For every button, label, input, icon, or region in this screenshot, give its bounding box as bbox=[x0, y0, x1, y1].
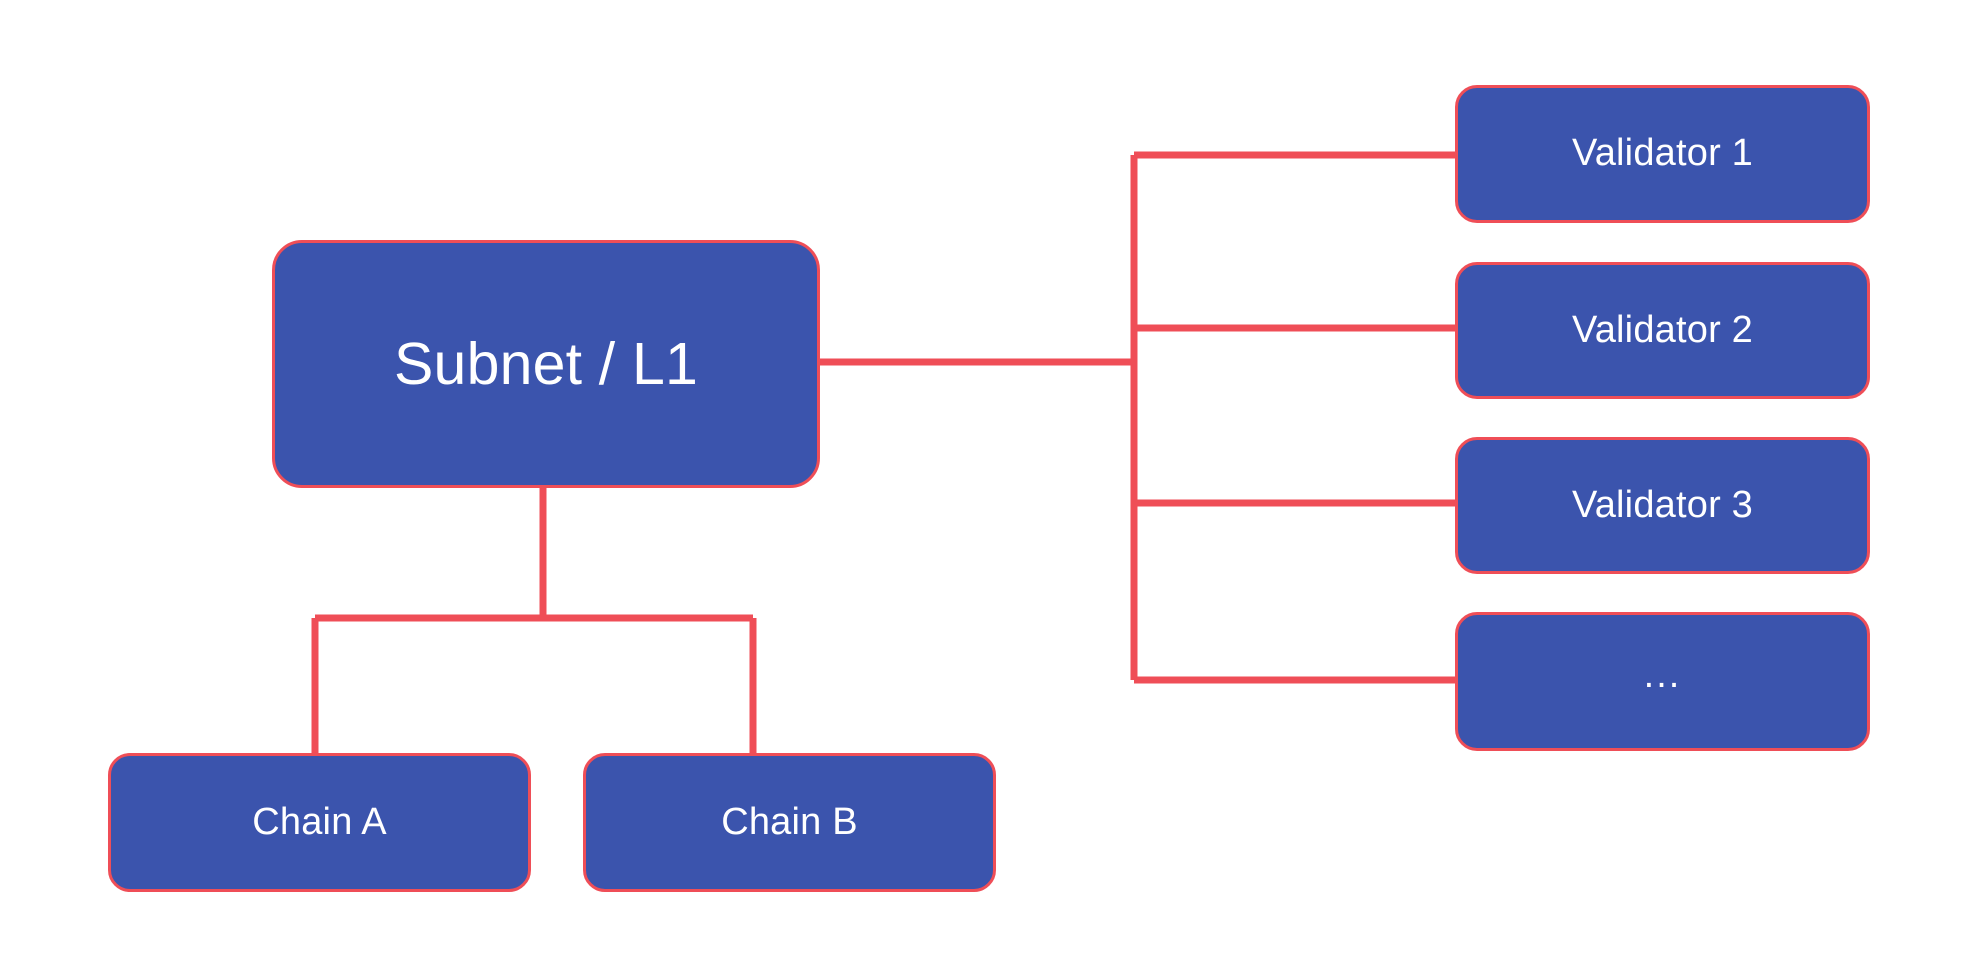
node-chain-b[interactable]: Chain B bbox=[583, 753, 996, 892]
node-chain-a[interactable]: Chain A bbox=[108, 753, 531, 892]
node-validator-3[interactable]: Validator 3 bbox=[1455, 437, 1870, 574]
node-validator-1[interactable]: Validator 1 bbox=[1455, 85, 1870, 223]
node-chain-b-label: Chain B bbox=[721, 800, 858, 843]
node-validator-1-label: Validator 1 bbox=[1571, 132, 1754, 175]
node-validator-more[interactable]: ... bbox=[1455, 612, 1870, 751]
node-validator-2-label: Validator 2 bbox=[1571, 308, 1754, 351]
node-chain-a-label: Chain A bbox=[252, 800, 387, 843]
node-subnet-l1[interactable]: Subnet / L1 bbox=[272, 240, 820, 488]
node-validator-2[interactable]: Validator 2 bbox=[1455, 262, 1870, 399]
node-validator-3-label: Validator 3 bbox=[1571, 483, 1754, 526]
node-subnet-l1-label: Subnet / L1 bbox=[394, 330, 698, 397]
node-validator-more-label: ... bbox=[1643, 653, 1682, 696]
